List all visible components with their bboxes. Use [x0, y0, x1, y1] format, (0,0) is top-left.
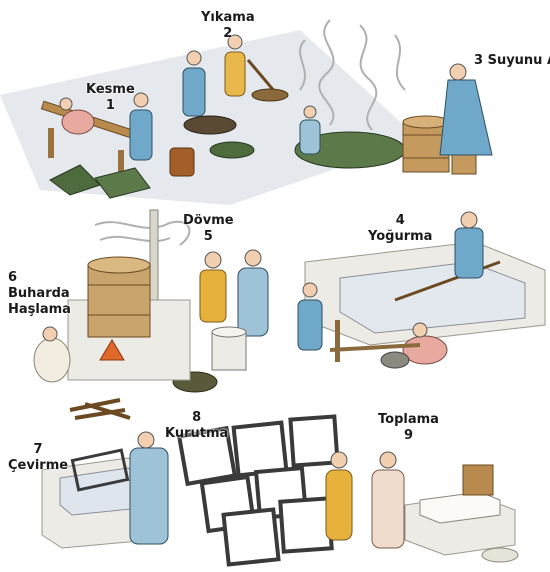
step-6-number: 6 [8, 270, 18, 285]
drying-worker [325, 451, 353, 541]
scene-drying [176, 414, 340, 567]
step-4-label: 4 Yoğurma [368, 213, 432, 245]
step-9-label: Toplama 9 [378, 412, 439, 444]
step-6-name: Buharda Haşlama [8, 286, 71, 317]
step-3-number: 3 [474, 53, 484, 68]
step-1-name: Kesme [86, 82, 135, 97]
scene-kneading [297, 211, 546, 369]
step-3-text: Suyunu Alma [487, 53, 550, 68]
step-2-number: 2 [223, 26, 233, 41]
step-9-name: Toplama [378, 412, 439, 427]
step-8-number: 8 [192, 410, 202, 425]
step-2-name: Yıkama [201, 10, 255, 25]
scene-cutting [40, 92, 195, 199]
step-4-name: Yoğurma [368, 229, 433, 244]
step-3-name: 3 Suyunu Alma [474, 53, 550, 69]
step-1-label: Kesme 1 [86, 82, 135, 114]
step-8-label: 8 Kurutma [165, 410, 228, 442]
scene-steaming [33, 209, 191, 420]
step-5-number: 5 [203, 229, 213, 244]
step-5-name: Dövme [183, 213, 234, 228]
step-6-label: 6 Buharda Haşlama [8, 270, 72, 318]
step-7-number: 7 [33, 442, 43, 457]
step-3-label: 3 Suyunu Alma [474, 53, 550, 69]
scene-sheet-forming [41, 431, 169, 549]
step-7-name: Çevirme [8, 458, 69, 473]
step-6-text: 6 Buharda Haşlama [8, 270, 72, 318]
step-9-number: 9 [403, 428, 413, 443]
scene-collecting [371, 451, 519, 563]
step-8-name: Kurutma [165, 426, 229, 441]
step-2-label: Yıkama 2 [201, 10, 255, 42]
step-7-label: 7 Çevirme [8, 442, 68, 474]
scene-soaking [294, 19, 493, 175]
step-5-label: Dövme 5 [183, 213, 234, 245]
step-1-number: 1 [105, 98, 115, 113]
step-4-number: 4 [395, 213, 405, 228]
scene-washing [182, 34, 289, 159]
